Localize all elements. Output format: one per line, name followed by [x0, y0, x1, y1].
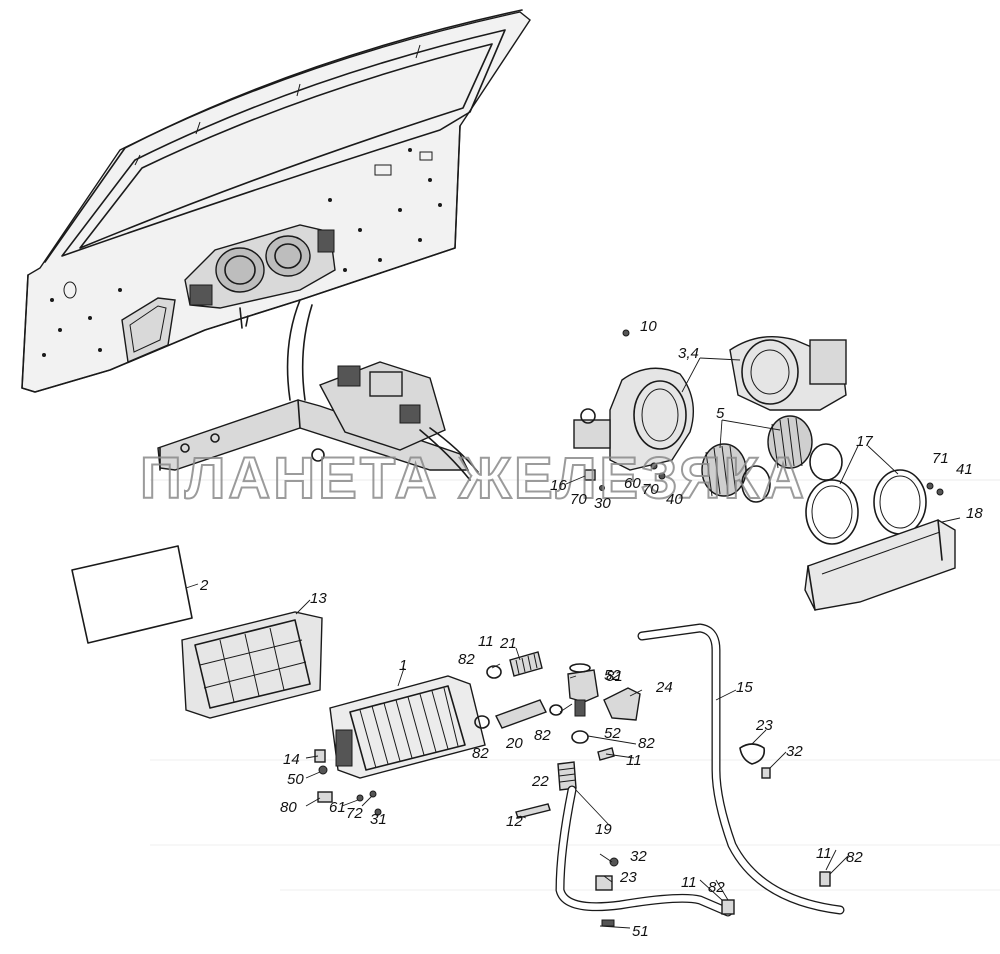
callout-18: 18: [966, 505, 983, 522]
dash-heater-unit: [184, 224, 336, 329]
leader-lines: [185, 357, 961, 929]
callout-31: 31: [370, 811, 387, 828]
callout-70b: 70: [642, 481, 659, 498]
callout-24: 24: [655, 679, 673, 696]
callout-82c: 82: [534, 727, 551, 744]
callout-52a: 52: [604, 667, 621, 684]
label-sheet-item-2: [71, 545, 193, 644]
callout-82f: 82: [846, 849, 863, 866]
fan-hardware: [584, 329, 944, 496]
callout-82a: 82: [458, 651, 475, 668]
callout-13: 13: [310, 590, 327, 607]
air-duct-item-18: [804, 519, 956, 611]
callout-16: 16: [550, 477, 567, 494]
callout-40: 40: [666, 491, 683, 508]
callout-41: 41: [956, 461, 973, 478]
callout-23b: 23: [619, 869, 637, 886]
callout-72: 72: [346, 805, 363, 822]
callout-61: 61: [329, 799, 346, 816]
callout-20: 20: [505, 735, 523, 752]
callout-10: 10: [640, 318, 657, 335]
heater-core-item-1: [329, 675, 486, 779]
callout-81: 81: [606, 668, 623, 685]
callout-21: 21: [499, 635, 517, 652]
callout-14: 14: [283, 751, 300, 768]
gaskets-item-17: [805, 469, 927, 545]
callout-71: 71: [932, 450, 949, 467]
callout-17: 17: [856, 433, 873, 450]
watermark: ПЛАНЕТА ЖЕЛЕЗЯКА: [140, 446, 807, 511]
callout-22: 22: [531, 773, 549, 790]
fan-item-5: [701, 415, 843, 503]
callout-11a: 11: [478, 633, 494, 650]
callout-12: 12: [506, 813, 523, 830]
callout-82e: 82: [708, 879, 725, 896]
callout-32b: 32: [630, 848, 647, 865]
callout-52b: 52: [604, 725, 621, 742]
callout-11b: 11: [626, 752, 642, 769]
core-mounting-hardware: [314, 749, 382, 816]
cab-front-panel: [21, 9, 531, 393]
callout-23a: 23: [755, 717, 773, 734]
short-hoses: [474, 651, 577, 819]
callout-80: 80: [280, 799, 297, 816]
callout-15: 15: [736, 679, 753, 696]
bottom-clamps: [595, 743, 831, 927]
callout-2: 2: [199, 577, 209, 594]
callout-11c: 11: [681, 874, 697, 891]
callout-19: 19: [595, 821, 612, 838]
callout-82b: 82: [472, 745, 489, 762]
callout-11d: 11: [816, 845, 832, 862]
callout-50: 50: [287, 771, 304, 788]
callout-30: 30: [594, 495, 611, 512]
fan-housing-item-3-4: [573, 335, 847, 471]
callout-3-4: 3,4: [678, 345, 699, 362]
air-filter-item-13: [181, 611, 323, 719]
callout-82d: 82: [638, 735, 655, 752]
callout-1: 1: [399, 657, 407, 674]
callout-70a: 70: [570, 491, 587, 508]
callout-51: 51: [632, 923, 649, 940]
callout-32a: 32: [786, 743, 803, 760]
callout-labels: 1 2 3,4 5 10 11 11 11 11 12 13 14 15 16 …: [199, 318, 983, 940]
callout-60: 60: [624, 475, 641, 492]
long-hoses: [555, 623, 845, 917]
callout-5: 5: [716, 405, 725, 422]
frame-and-valve-assembly: [157, 299, 479, 481]
panel-holes: [42, 148, 442, 357]
